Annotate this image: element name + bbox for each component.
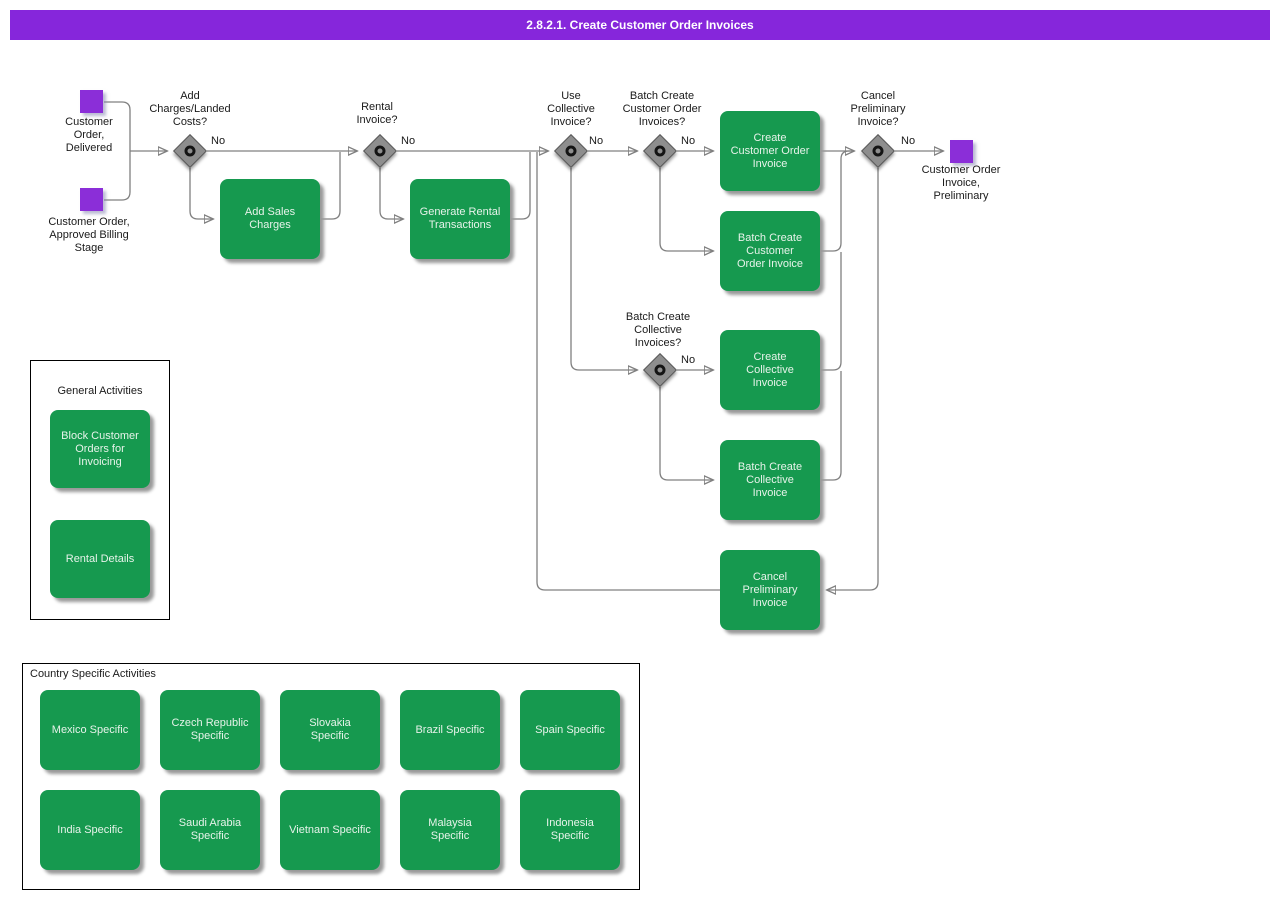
decision-label-add-charges: Add Charges/Landed Costs? xyxy=(149,90,231,128)
decision-label-batch-create-collective: Batch Create Collective Invoices? xyxy=(625,311,691,349)
edge-create-collective-out xyxy=(820,252,842,371)
activity-label: India Specific xyxy=(57,823,123,836)
start-event-label: Customer Order, Delivered xyxy=(65,116,113,154)
activity-label: Batch Create Collective Invoice xyxy=(737,460,803,499)
decision-use-collective-invoice xyxy=(554,134,588,168)
edge-batch-coi-yes xyxy=(659,168,713,251)
decision-rental-invoice xyxy=(363,134,397,168)
activity-spain-specific[interactable]: Spain Specific xyxy=(520,690,620,770)
gateway-ring-icon xyxy=(654,145,666,157)
decision-label-cancel-preliminary: Cancel Preliminary Invoice? xyxy=(850,90,906,128)
decision-label-use-collective: Use Collective Invoice? xyxy=(547,90,595,128)
activity-label: Block Customer Orders for Invoicing xyxy=(61,429,139,468)
activity-indonesia-specific[interactable]: Indonesia Specific xyxy=(520,790,620,870)
activity-label: Cancel Preliminary Invoice xyxy=(742,570,798,609)
edge-use-collective-yes xyxy=(570,168,637,370)
activity-generate-rental-transactions[interactable]: Generate Rental Transactions xyxy=(410,179,510,259)
activity-label: Create Collective Invoice xyxy=(746,350,794,389)
activity-rental-details[interactable]: Rental Details xyxy=(50,520,150,598)
start-event-label: Customer Order, Approved Billing Stage xyxy=(48,216,130,254)
decision-add-charges xyxy=(173,134,207,168)
activity-batch-create-customer-order-invoice[interactable]: Batch Create Customer Order Invoice xyxy=(720,211,820,291)
activity-create-customer-order-invoice[interactable]: Create Customer Order Invoice xyxy=(720,111,820,191)
gateway-ring-icon xyxy=(654,364,666,376)
activity-mexico-specific[interactable]: Mexico Specific xyxy=(40,690,140,770)
activity-label: Add Sales Charges xyxy=(244,206,296,231)
activity-label: Czech Republic Specific xyxy=(171,717,249,742)
activity-brazil-specific[interactable]: Brazil Specific xyxy=(400,690,500,770)
edge-batch-ccoi-out xyxy=(820,150,852,252)
start-event-customer-order-approved[interactable] xyxy=(80,188,103,211)
edge-rental-yes xyxy=(379,168,403,219)
decision-cancel-preliminary xyxy=(861,134,895,168)
diagram-title: 2.8.2.1. Create Customer Order Invoices xyxy=(526,18,754,32)
edge-cancel-decision-yes xyxy=(827,168,879,590)
no-branch-label: No xyxy=(901,135,916,147)
no-branch-label: No xyxy=(681,135,696,147)
activity-label: Vietnam Specific xyxy=(289,823,371,836)
gateway-ring-icon xyxy=(374,145,386,157)
decision-batch-create-collective xyxy=(643,353,677,387)
activity-cancel-preliminary-invoice[interactable]: Cancel Preliminary Invoice xyxy=(720,550,820,630)
gateway-ring-icon xyxy=(872,145,884,157)
activity-label: Slovakia Specific xyxy=(309,717,351,742)
activity-label: Saudi Arabia Specific xyxy=(178,817,242,842)
activity-label: Indonesia Specific xyxy=(546,817,594,842)
edge-batch-collective-out xyxy=(820,371,842,481)
edge-batch-collective-yes xyxy=(659,387,713,480)
gateway-ring-icon xyxy=(184,145,196,157)
no-branch-label: No xyxy=(211,135,226,147)
decision-batch-create-coi xyxy=(643,134,677,168)
activity-vietnam-specific[interactable]: Vietnam Specific xyxy=(280,790,380,870)
edge-cancel-loop xyxy=(536,152,720,591)
no-branch-label: No xyxy=(401,135,416,147)
activity-label: Batch Create Customer Order Invoice xyxy=(736,231,804,270)
activity-malaysia-specific[interactable]: Malaysia Specific xyxy=(400,790,500,870)
activity-label: Generate Rental Transactions xyxy=(419,206,501,231)
activity-slovakia-specific[interactable]: Slovakia Specific xyxy=(280,690,380,770)
end-event-label: Customer Order Invoice, Preliminary xyxy=(921,164,1001,202)
activity-label: Rental Details xyxy=(65,552,135,565)
edge-add-charges-yes xyxy=(189,168,213,219)
end-event-customer-order-invoice-preliminary[interactable] xyxy=(950,140,973,163)
start-event-customer-order-delivered[interactable] xyxy=(80,90,103,113)
edge-add-sales-out xyxy=(320,152,341,220)
activity-create-collective-invoice[interactable]: Create Collective Invoice xyxy=(720,330,820,410)
activity-label: Mexico Specific xyxy=(51,723,129,736)
activity-saudi-arabia-specific[interactable]: Saudi Arabia Specific xyxy=(160,790,260,870)
activity-label: Spain Specific xyxy=(535,723,605,736)
activity-india-specific[interactable]: India Specific xyxy=(40,790,140,870)
no-branch-label: No xyxy=(589,135,604,147)
activity-label: Brazil Specific xyxy=(415,723,485,736)
country-specific-activities-title: Country Specific Activities xyxy=(30,668,156,680)
gateway-ring-icon xyxy=(565,145,577,157)
diagram-title-bar: 2.8.2.1. Create Customer Order Invoices xyxy=(10,10,1270,40)
activity-label: Malaysia Specific xyxy=(428,817,472,842)
decision-label-rental-invoice: Rental Invoice? xyxy=(356,101,398,126)
activity-block-customer-orders-for-invoicing[interactable]: Block Customer Orders for Invoicing xyxy=(50,410,150,488)
decision-label-batch-create-coi: Batch Create Customer Order Invoices? xyxy=(622,90,702,128)
edge-generate-rental-out xyxy=(510,152,531,220)
activity-add-sales-charges[interactable]: Add Sales Charges xyxy=(220,179,320,259)
edge-start-approved xyxy=(104,151,131,201)
activity-czech-republic-specific[interactable]: Czech Republic Specific xyxy=(160,690,260,770)
edge-start-delivered xyxy=(104,101,131,151)
general-activities-title: General Activities xyxy=(57,385,143,397)
no-branch-label: No xyxy=(681,354,696,366)
activity-label: Create Customer Order Invoice xyxy=(730,131,810,170)
activity-batch-create-collective-invoice[interactable]: Batch Create Collective Invoice xyxy=(720,440,820,520)
